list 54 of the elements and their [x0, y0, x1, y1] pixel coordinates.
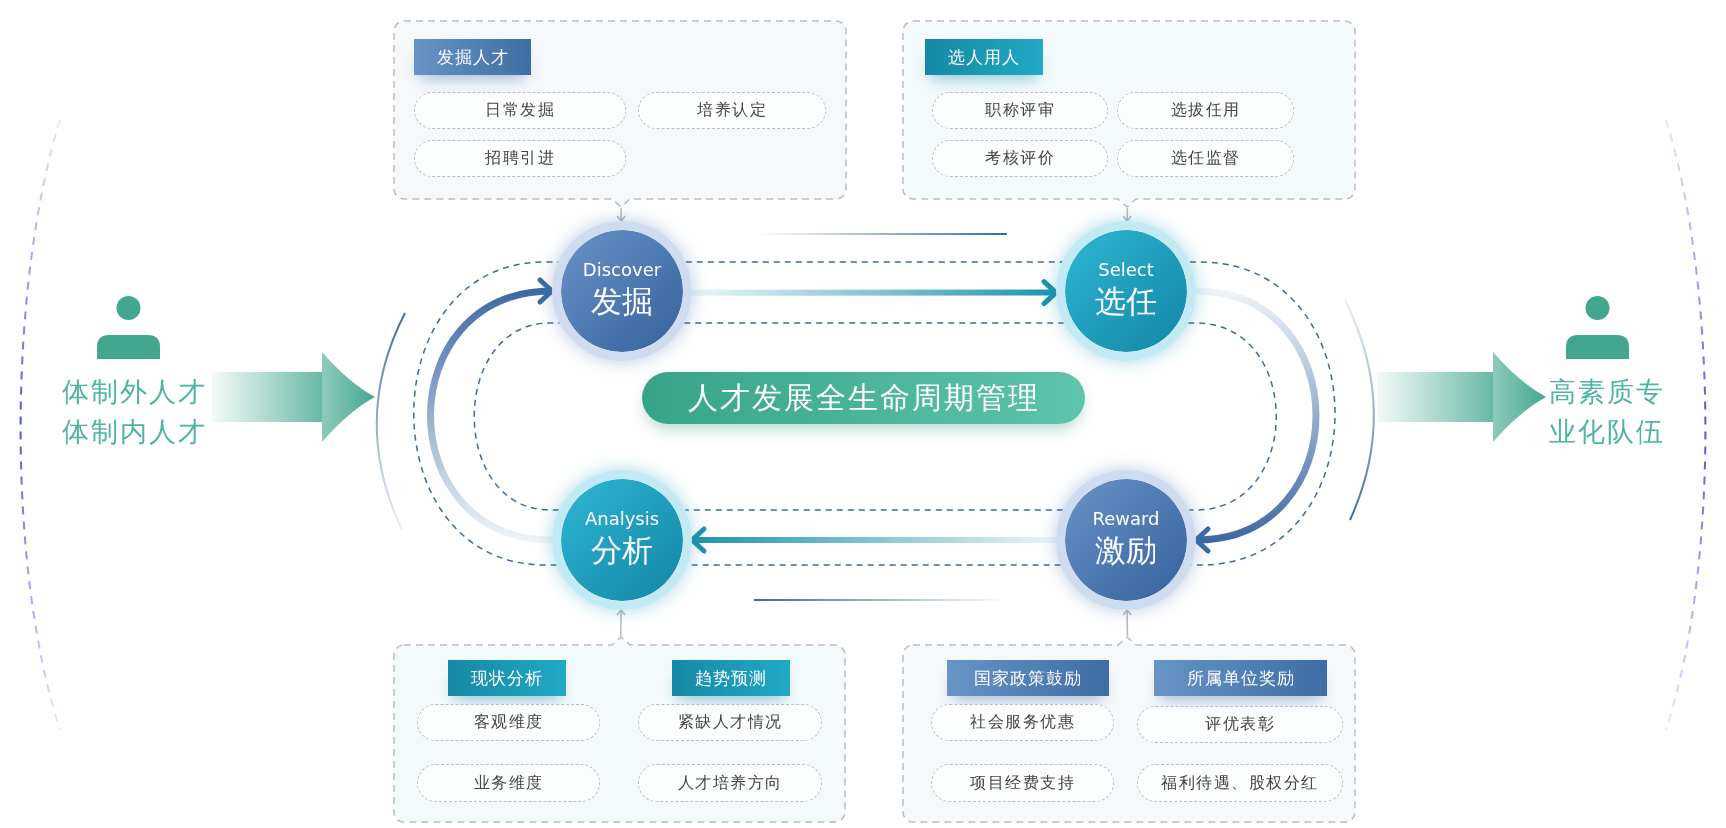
stage-label: 分析	[591, 531, 653, 569]
dashed-line	[413, 261, 559, 566]
dashed-line	[1187, 322, 1277, 511]
arrow	[616, 207, 626, 222]
arrow	[616, 609, 626, 637]
group-label: 体制外人才	[61, 375, 207, 409]
stage-circle	[552, 221, 692, 361]
item-pill: 福利待遇、股权分红	[1137, 764, 1343, 802]
callout-panel	[393, 636, 846, 823]
stage-circle	[1056, 470, 1196, 610]
stage-label: Discover	[582, 258, 662, 282]
callout-panel	[902, 20, 1356, 208]
stage-label: 激励	[1095, 531, 1157, 569]
dashed-line	[684, 509, 1064, 511]
curved-line	[375, 311, 407, 532]
heading-tag: 所属单位奖励	[1154, 660, 1327, 696]
heading-tag: 趋势预测	[672, 660, 790, 696]
group-label: 高素质专业化队伍	[1548, 375, 1666, 449]
item-pill: 评优表彰	[1137, 706, 1343, 743]
dashed-line	[473, 322, 561, 511]
dashed-line	[683, 322, 1065, 324]
stage-circle	[552, 470, 692, 610]
heading-tag: 现状分析	[448, 660, 566, 696]
title-pill: 人才发展全生命周期管理	[642, 372, 1085, 424]
item-pill: 招聘引进	[414, 140, 626, 177]
stage-label: Reward	[1092, 507, 1160, 531]
callout-panel	[902, 636, 1356, 823]
item-pill: 考核评价	[932, 140, 1108, 177]
item-pill: 社会服务优惠	[931, 704, 1114, 741]
item-pill: 日常发掘	[414, 92, 626, 129]
arrow	[1122, 609, 1132, 637]
heading-tag: 发掘人才	[414, 39, 531, 75]
dashed-line	[685, 261, 1063, 263]
stage-circle	[1056, 221, 1196, 361]
item-pill: 项目经费支持	[931, 764, 1114, 802]
stage-label: Select	[1098, 258, 1154, 282]
stage-label: 发掘	[591, 282, 653, 320]
group-label: 体制内人才	[61, 415, 207, 449]
curved-line	[1343, 298, 1377, 523]
heading-tag: 国家政策鼓励	[947, 660, 1109, 696]
heading-tag: 选人用人	[925, 39, 1043, 75]
item-pill: 培养认定	[638, 92, 826, 129]
item-pill: 职称评审	[932, 92, 1108, 129]
item-pill: 选任监督	[1117, 140, 1294, 177]
item-pill: 紧缺人才情况	[638, 704, 822, 741]
stage-label: Analysis	[584, 507, 660, 531]
item-pill: 业务维度	[417, 764, 600, 802]
dashed-line	[1189, 261, 1336, 566]
item-pill: 选拔任用	[1117, 92, 1294, 129]
item-pill: 客观维度	[417, 704, 600, 741]
item-pill: 人才培养方向	[638, 764, 822, 802]
arrow	[1122, 207, 1133, 222]
stage-label: 选任	[1095, 282, 1157, 320]
callout-panel	[393, 20, 847, 208]
